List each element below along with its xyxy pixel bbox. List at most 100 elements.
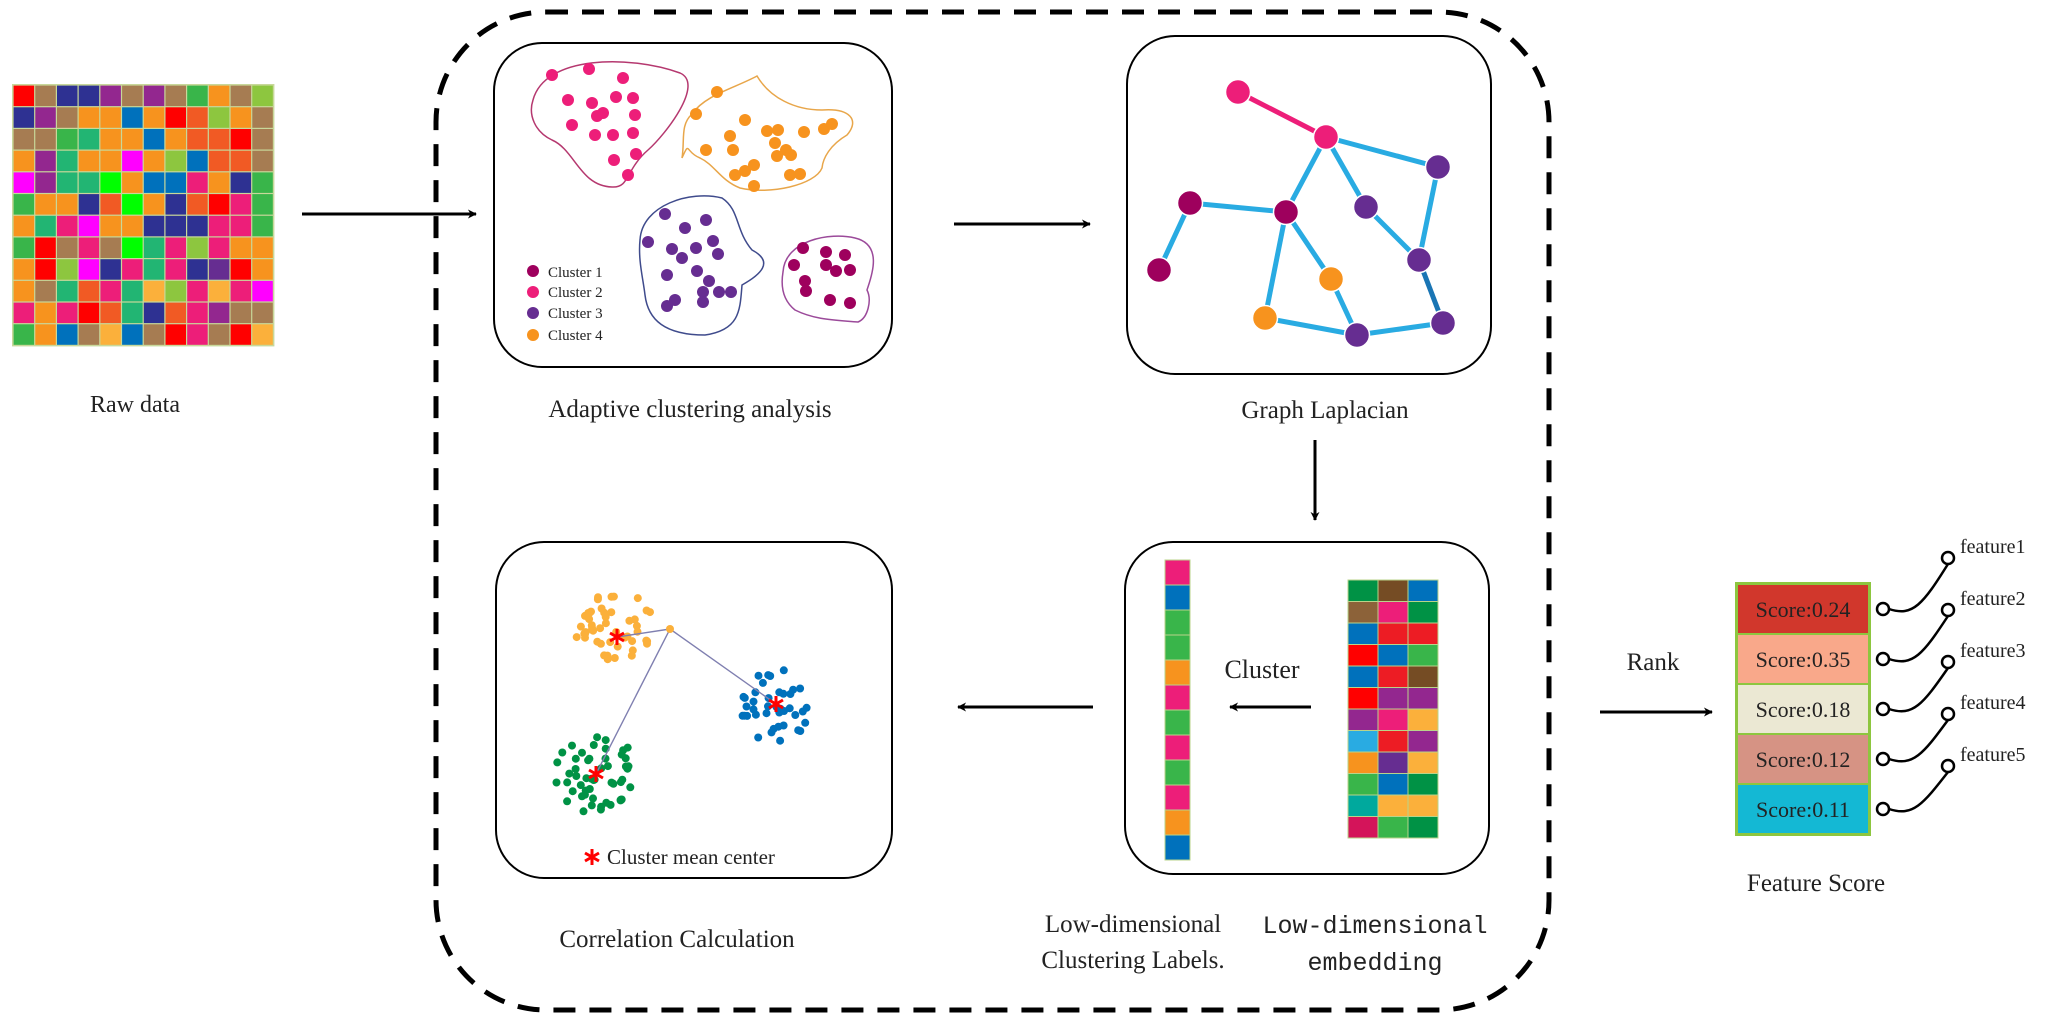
correlation-point [584,609,593,617]
connector-node-icon [1940,758,1956,774]
raw-data-cell [57,85,78,107]
correlation-point [789,685,798,694]
cluster-point [772,124,784,136]
raw-data-cell [13,150,35,172]
correlation-point [589,794,597,803]
correlation-point [742,702,751,711]
raw-data-cell [187,85,208,107]
graph-edge [1283,210,1334,281]
cluster-point [761,125,773,137]
cluster-point [748,180,760,192]
cluster-point [727,144,739,156]
embedding-cell [1377,601,1409,624]
raw-data-cell [122,237,143,258]
raw-data-cell [208,215,230,237]
cluster-point [725,286,737,298]
cluster-mean-center-legend: Cluster mean center [584,845,775,869]
raw-data-cell [100,215,121,237]
raw-data-cell [57,259,78,280]
labels-caption-line1: Low-dimensional [1045,911,1221,938]
raw-data-cell [78,215,100,237]
feature-connector [1888,563,1950,613]
cluster-point [769,137,781,149]
raw-data-matrix [12,84,275,347]
clustering-label-strip [1164,559,1191,861]
cluster-point [820,259,832,271]
cluster-point [844,297,856,309]
raw-data-cell [143,259,165,280]
graph-panel [1126,35,1492,375]
raw-data-cell [208,150,230,172]
raw-data-cell [35,172,56,193]
cluster-point [798,126,810,138]
raw-data-cell [122,259,143,280]
raw-data-cell [230,194,252,215]
cluster-point [608,154,620,166]
correlation-point [571,754,580,763]
cluster-point [820,246,832,258]
correlation-point [603,655,612,664]
clustering-panel [493,42,893,368]
correlation-point [762,709,771,718]
raw-data-cell [208,172,230,193]
correlation-point [601,619,610,628]
cluster-point [630,148,642,160]
cluster-point [562,94,574,106]
cluster-point [627,92,639,104]
raw-data-cell [187,215,208,237]
raw-data-cell [230,280,252,302]
embedding-caption-line2: embedding [1307,949,1442,978]
cluster-point [589,129,601,141]
cluster-point [739,165,751,177]
correlation-point [758,678,767,687]
correlation-point [596,639,605,648]
cluster-mean-center-marker [588,766,604,782]
embedding-cell [1377,687,1409,710]
raw-data-cell [100,172,121,193]
raw-data-cell [100,85,121,107]
correlation-point [779,721,788,730]
raw-data-cell [13,129,35,150]
graph-edge [1236,89,1328,140]
label-strip-cell [1164,734,1191,761]
label-strip-cell [1164,634,1191,661]
correlation-point [618,775,627,784]
raw-data-cell [122,172,143,193]
cluster-point [784,169,796,181]
raw-data-cell [78,172,100,193]
label-strip-cell [1164,759,1191,786]
correlation-point [642,606,651,615]
cluster-4-hull [681,74,854,191]
raw-data-cell [100,237,121,258]
distance-line [669,628,777,705]
cluster-point [712,248,724,260]
correlation-point [576,781,585,790]
correlation-point [572,772,581,780]
connector-node-icon [1875,701,1891,717]
raw-data-cell [57,215,78,237]
raw-data-cell [165,85,186,107]
cluster-point [839,249,851,261]
embedding-cell [1347,816,1379,839]
feature-score-caption: Feature Score [1747,870,1885,897]
raw-data-cell [252,280,273,302]
correlation-point [643,639,651,648]
raw-data-cell [35,324,56,345]
raw-data-cell [143,85,165,107]
graph-node [1429,309,1457,337]
score-cell [1738,635,1868,683]
cluster-point [690,108,702,120]
embedding-cell [1407,708,1439,731]
embedding-matrix [1347,579,1439,839]
cluster-point [629,109,641,121]
raw-data-cell [122,280,143,302]
raw-data-cell [165,129,186,150]
cluster-point [676,252,688,264]
raw-data-cell [165,215,186,237]
cluster-point [697,296,709,308]
raw-data-cell [208,324,230,345]
score-value: Score:0.12 [1756,747,1851,772]
raw-data-cell [13,172,35,193]
raw-data-cell [165,194,186,215]
